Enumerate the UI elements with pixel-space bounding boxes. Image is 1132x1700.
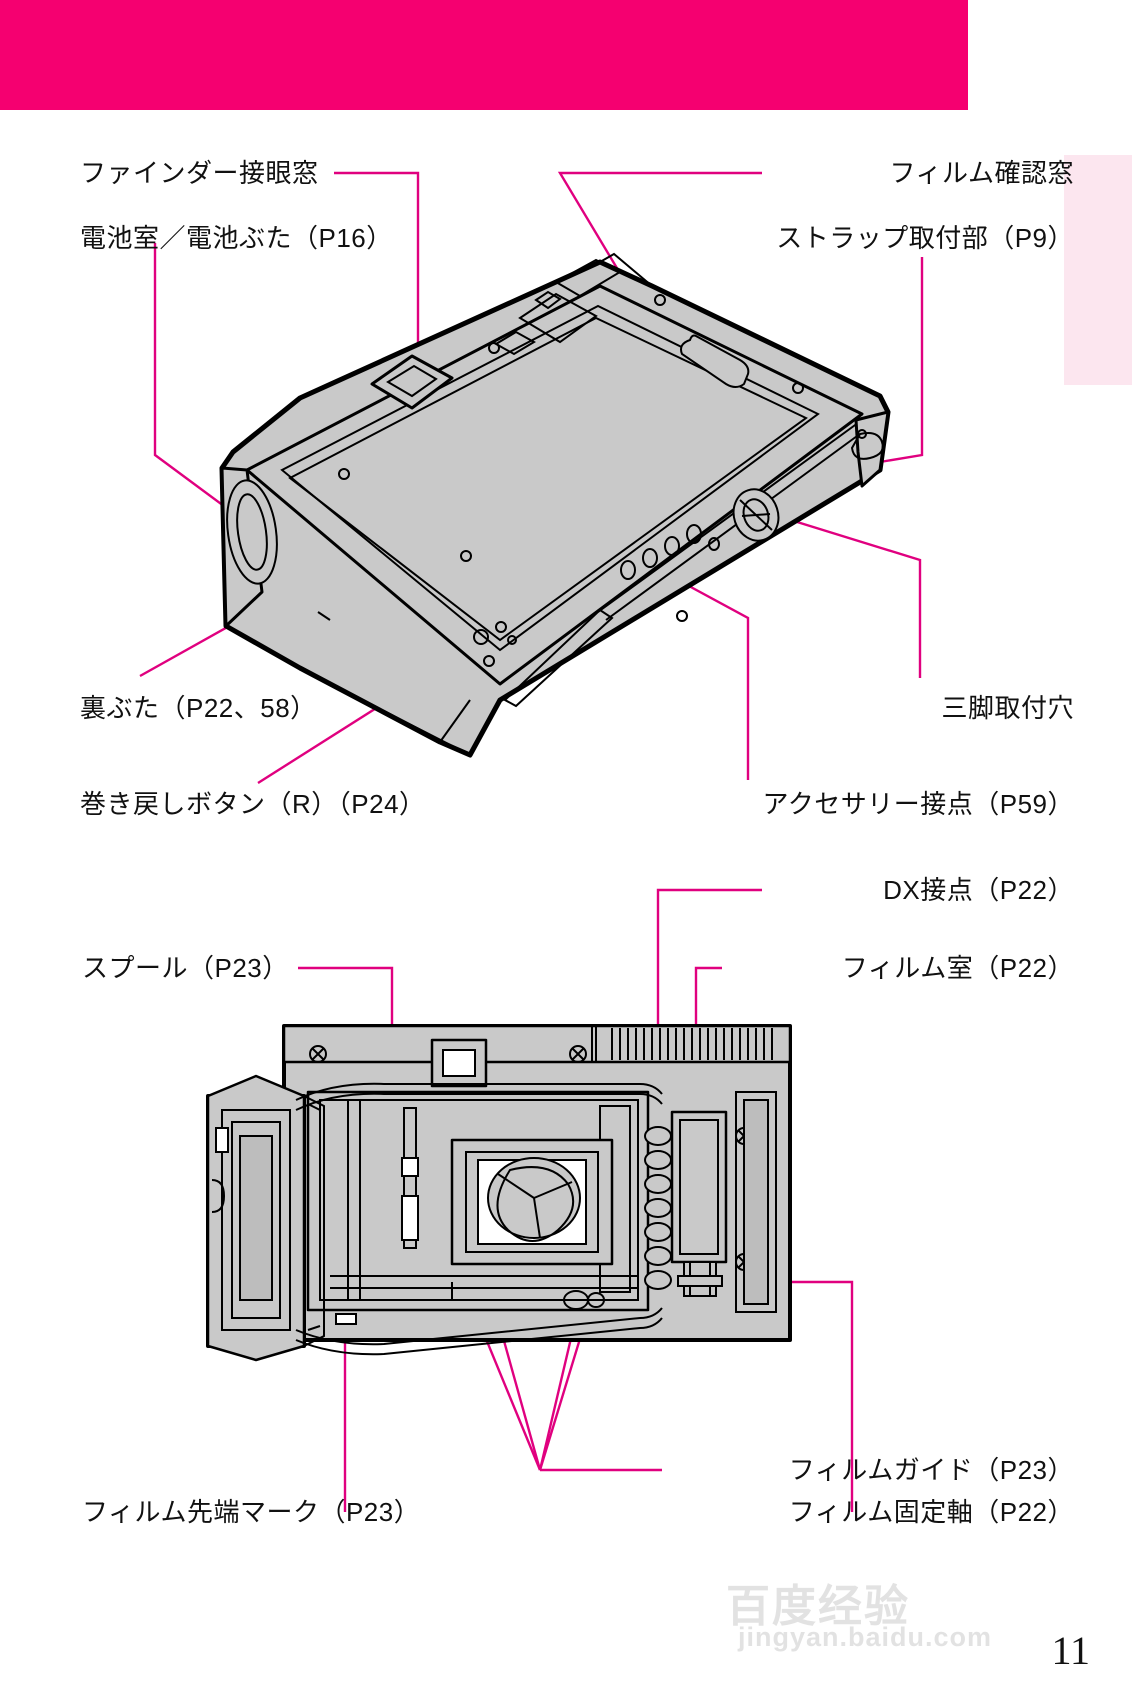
callout-finder-eyepiece: ファインダー接眼窓 — [80, 158, 319, 188]
callout-battery-chamber: 電池室／電池ぶた（P16） — [80, 223, 393, 253]
callout-back-cover: 裏ぶた（P22、58） — [80, 693, 317, 723]
callout-strap-lug: ストラップ取付部（P9） — [776, 223, 1074, 253]
callout-film-spindle: フィルム固定軸（P22） — [788, 1497, 1074, 1527]
watermark-url: jingyan.baidu.com — [738, 1622, 993, 1652]
header-color-band — [0, 0, 968, 110]
watermark-brand: 百度经验 — [726, 1582, 910, 1631]
callout-rewind-button: 巻き戻しボタン（R）（P24） — [80, 789, 426, 819]
callout-film-leader-mark: フィルム先端マーク（P23） — [82, 1497, 421, 1527]
side-index-tab — [1064, 155, 1132, 385]
callout-spool: スプール（P23） — [82, 953, 289, 983]
callout-dx-contact: DX接点（P22） — [883, 875, 1074, 905]
callout-accessory-contact: アクセサリー接点（P59） — [762, 789, 1074, 819]
page-number: 11 — [1051, 1628, 1090, 1673]
callout-film-check-window: フィルム確認窓 — [889, 158, 1074, 188]
callout-film-guide: フィルムガイド（P23） — [788, 1455, 1074, 1485]
callout-tripod-socket: 三脚取付穴 — [941, 693, 1074, 723]
callout-film-chamber: フィルム室（P22） — [841, 953, 1074, 983]
